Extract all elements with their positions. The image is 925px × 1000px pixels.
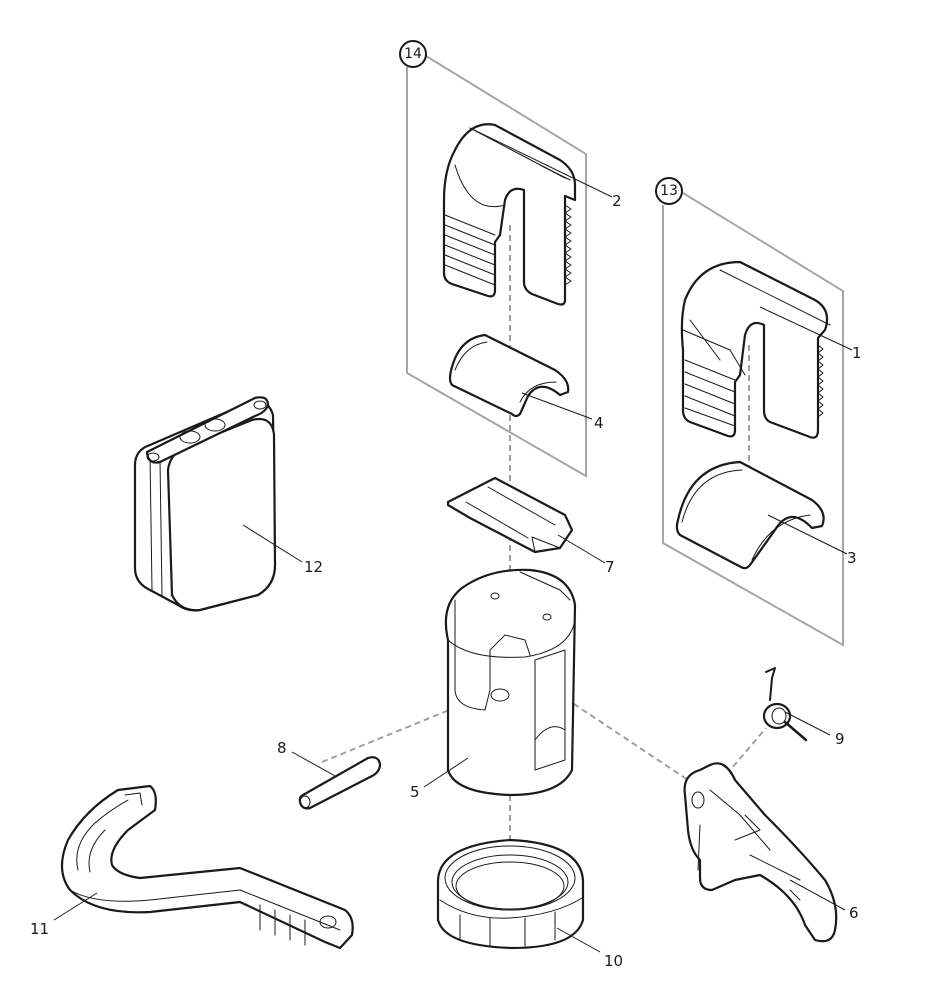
part-4-small-jaw-insert [448, 333, 570, 418]
part-6-release-lever [683, 762, 838, 943]
callout-10: 10 [604, 952, 623, 970]
part-7-slide-plate [446, 476, 574, 554]
callout-9: 9 [835, 730, 845, 748]
callout-5: 5 [410, 783, 420, 801]
part-11-spanner-wrench [60, 784, 354, 950]
part-3-large-jaw-insert [675, 460, 825, 570]
part-labels: 1 2 3 4 5 6 7 8 9 10 11 12 [30, 192, 862, 970]
callout-3: 3 [847, 549, 857, 567]
callout-6: 6 [849, 904, 859, 922]
part-10-lock-nut [436, 838, 585, 950]
kit-13-frame [662, 192, 844, 647]
callout-1: 1 [852, 344, 862, 362]
callout-4: 4 [594, 414, 604, 432]
part-9-torsion-spring [762, 667, 808, 742]
kit-14-label: 14 [404, 46, 422, 62]
kit-13-callout: 13 [655, 177, 683, 205]
part-5-housing-body [444, 568, 577, 797]
callout-12: 12 [304, 558, 323, 576]
part-2-small-clamp-jaw [442, 123, 577, 306]
callout-8: 8 [277, 739, 287, 757]
callout-11: 11 [30, 920, 49, 938]
part-12-pouch [133, 396, 277, 612]
part-1-large-clamp-jaw [680, 260, 831, 439]
callout-2: 2 [612, 192, 622, 210]
kit-13-label: 13 [660, 183, 678, 199]
callout-7: 7 [605, 558, 615, 576]
kit-14-frame [406, 55, 587, 478]
kit-14-callout: 14 [399, 40, 427, 68]
leader-lines [53, 127, 853, 953]
part-8-pivot-pin [298, 756, 382, 810]
